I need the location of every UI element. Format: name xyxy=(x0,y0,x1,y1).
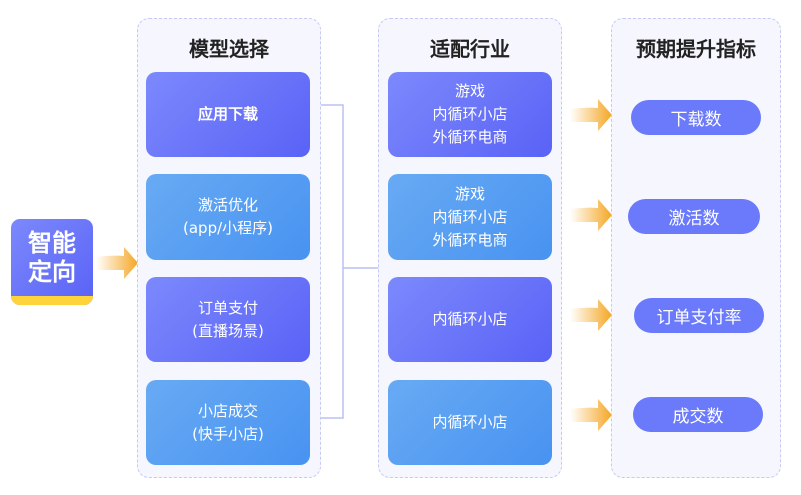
industry-item: 内循环小店 xyxy=(388,380,552,465)
metric-pill: 下载数 xyxy=(631,100,761,135)
arrow-icon xyxy=(570,99,612,131)
industry-item: 游戏 内循环小店 外循环电商 xyxy=(388,72,552,157)
start-node: 智能 定向 xyxy=(11,219,93,305)
model-item: 订单支付 (直播场景) xyxy=(146,277,310,362)
arrow-icon xyxy=(570,199,612,231)
metric-pill: 订单支付率 xyxy=(634,298,764,333)
metric-pill: 激活数 xyxy=(628,199,760,234)
model-item: 小店成交 (快手小店) xyxy=(146,380,310,465)
arrow-icon xyxy=(96,247,138,279)
model-item: 应用下载 xyxy=(146,72,310,157)
yellow-bar xyxy=(11,296,93,305)
metric-pill: 成交数 xyxy=(633,397,763,432)
start-label: 智能 定向 xyxy=(28,229,76,286)
arrow-icon xyxy=(570,399,612,431)
model-item: 激活优化 (app/小程序) xyxy=(146,174,310,260)
industry-item: 内循环小店 xyxy=(388,277,552,362)
arrow-icon xyxy=(570,299,612,331)
industry-item: 游戏 内循环小店 外循环电商 xyxy=(388,174,552,260)
